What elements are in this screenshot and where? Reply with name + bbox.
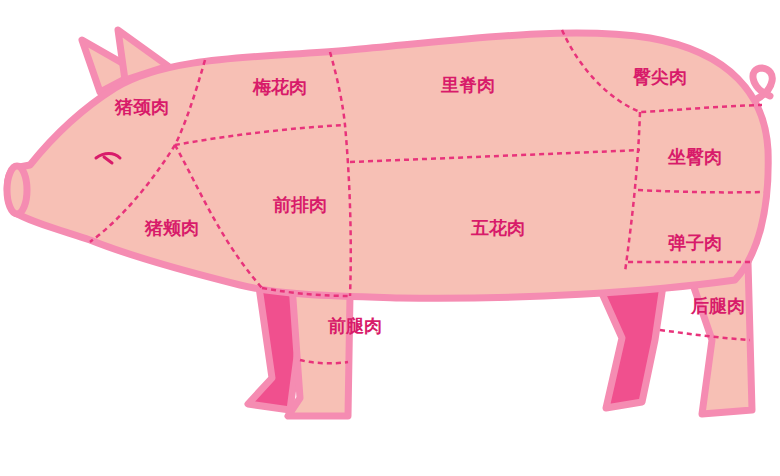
cut-label: 坐臀肉 [668,147,722,167]
cut-label: 前排肉 [273,195,327,215]
cut-label: 前腿肉 [328,316,382,336]
cut-label: 猪颈肉 [115,97,169,117]
cut-label: 猪颊肉 [145,218,199,238]
cut-label: 五花肉 [471,218,525,238]
cut-label: 梅花肉 [253,77,307,97]
cut-label: 后腿肉 [691,296,745,316]
cut-label: 里脊肉 [441,75,495,95]
cut-label: 弹子肉 [668,233,722,253]
cut-label: 臀尖肉 [633,67,687,87]
